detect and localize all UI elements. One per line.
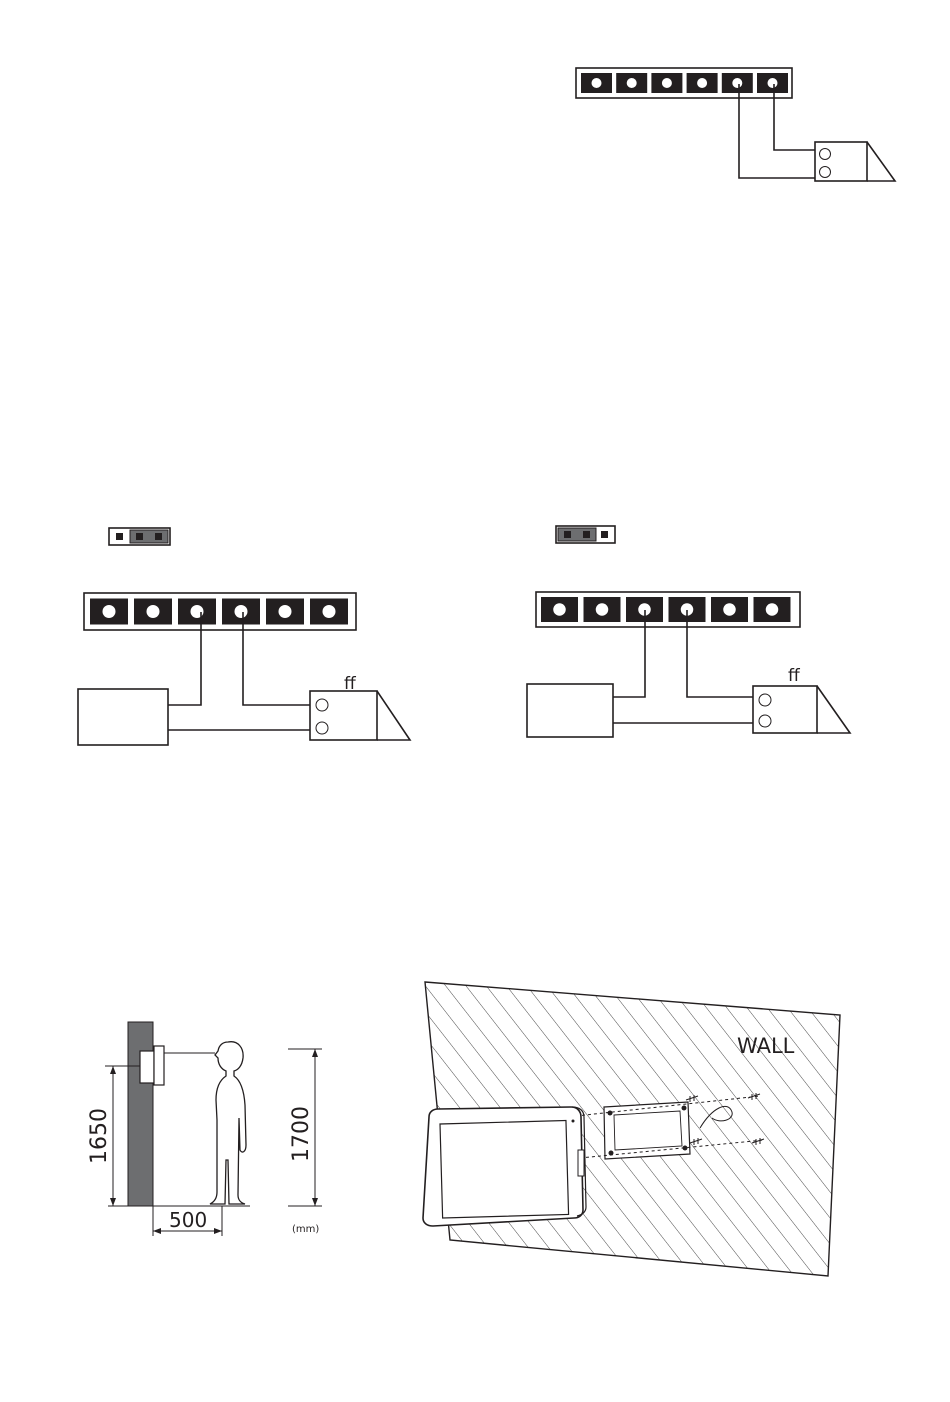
left-lock-label: ff	[344, 674, 357, 694]
right-jumper-icon	[556, 526, 615, 543]
wall-mount-diagram: WALL	[400, 960, 860, 1300]
top-terminal-screw-4	[697, 78, 707, 88]
left-terminal-screw-6	[323, 605, 336, 618]
left-terminal-screw-5	[279, 605, 292, 618]
right-terminal-screw-5	[723, 603, 736, 616]
intercom-unit-icon	[140, 1046, 164, 1085]
top-terminal-screw-2	[627, 78, 637, 88]
left-jumper-icon	[109, 528, 170, 545]
top-wiring-diagram	[576, 68, 895, 181]
wall-section	[128, 1022, 153, 1206]
left-power-supply-box	[78, 689, 168, 745]
left-terminal-screw-4	[235, 605, 248, 618]
top-terminal-block	[576, 68, 792, 98]
monitor-device	[423, 1107, 586, 1226]
right-power-supply-box	[527, 684, 613, 737]
right-terminal-screw-1	[553, 603, 566, 616]
left-terminal-screw-1	[103, 605, 116, 618]
top-terminal-screw-6	[768, 78, 778, 88]
top-terminal-screw-1	[592, 78, 602, 88]
person-silhouette	[210, 1042, 246, 1204]
top-terminal-screw-3	[662, 78, 672, 88]
left-terminal-block	[84, 593, 356, 630]
right-lock-label: ff	[788, 666, 801, 686]
right-wiring-diagram: ff	[527, 526, 850, 737]
right-terminal-block	[536, 592, 800, 627]
left-wiring-diagram: ff	[78, 528, 410, 745]
mounting-bracket	[604, 1102, 690, 1159]
monitor-screen	[440, 1120, 569, 1217]
top-terminal-screw-5	[732, 78, 742, 88]
person-height-label: 1700	[289, 1106, 314, 1162]
top-lock-icon	[815, 142, 895, 181]
right-lock-icon	[753, 686, 850, 733]
right-terminal-screw-6	[766, 603, 779, 616]
installation-height-diagram: 1650 1700 500 (mm)	[87, 1022, 322, 1236]
unit-height-label: 1650	[87, 1108, 112, 1164]
left-lock-icon	[310, 691, 410, 740]
wall-label: WALL	[737, 1034, 795, 1058]
unit-label: (mm)	[292, 1224, 319, 1235]
right-terminal-screw-2	[596, 603, 609, 616]
left-terminal-screw-2	[147, 605, 160, 618]
distance-label: 500	[169, 1208, 207, 1232]
